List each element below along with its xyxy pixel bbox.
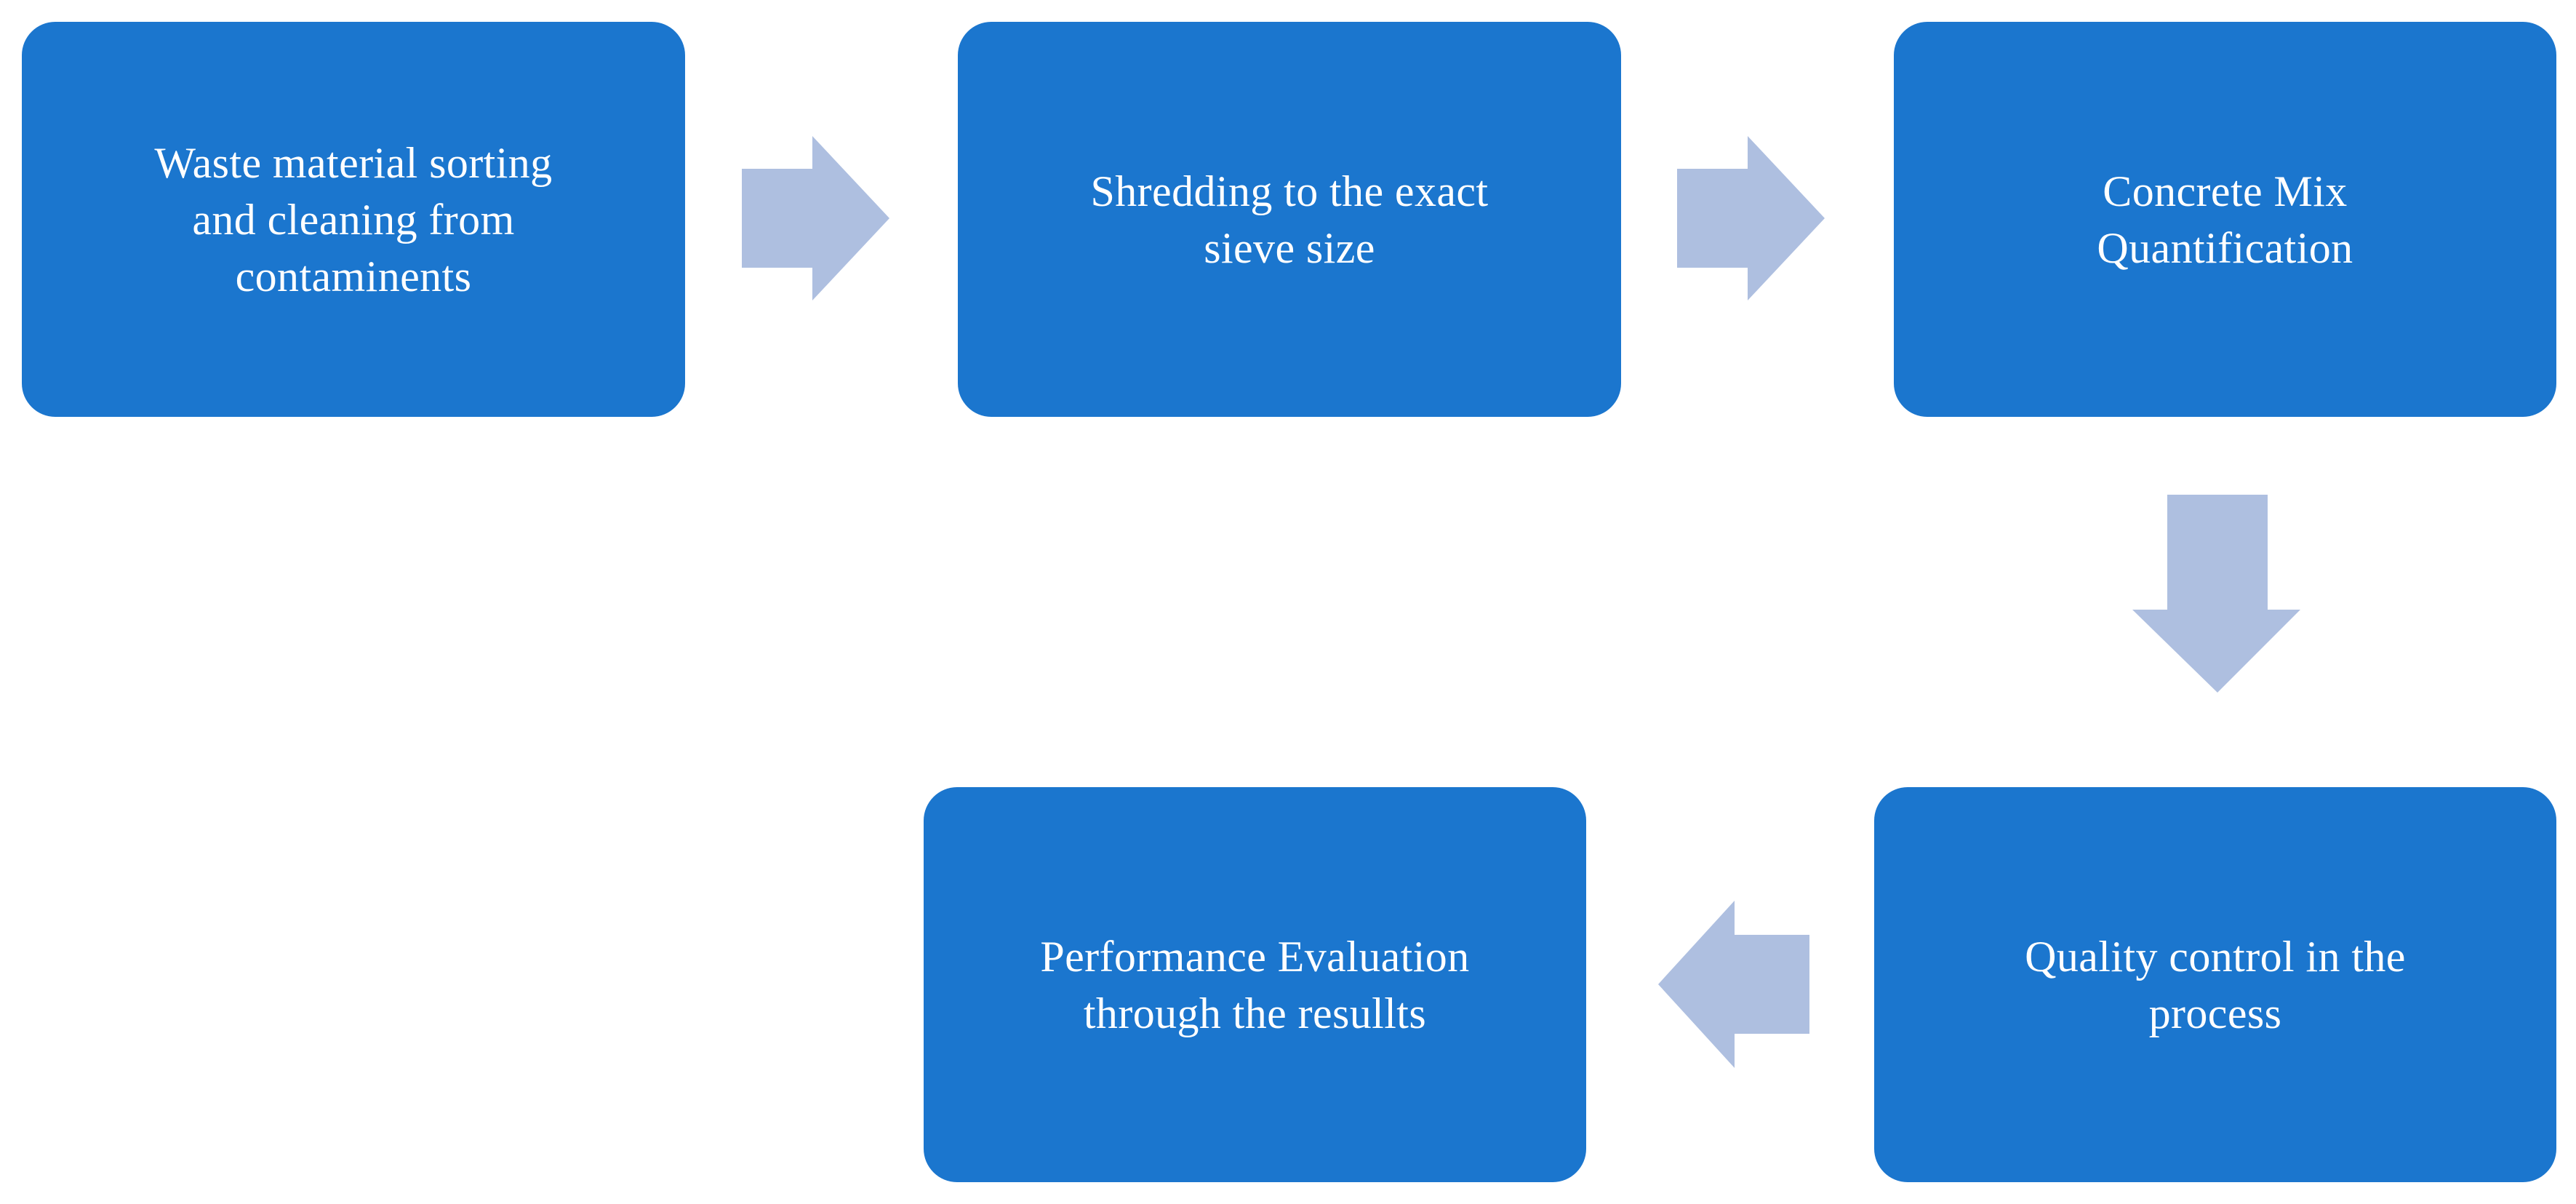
process-node-concrete-mix-quantification[interactable]: Concrete Mix Quantification bbox=[1894, 22, 2556, 417]
process-node-label: Shredding to the exact sieve size bbox=[1090, 167, 1489, 272]
process-node-shredding[interactable]: Shredding to the exact sieve size bbox=[958, 22, 1621, 417]
process-node-waste-material-sorting[interactable]: Waste material sorting and cleaning from… bbox=[22, 22, 685, 417]
arrow-down-icon bbox=[2127, 495, 2305, 698]
process-node-label: Concrete Mix Quantification bbox=[2097, 167, 2353, 272]
process-node-label: Quality control in the process bbox=[2025, 932, 2406, 1037]
arrow-right-icon bbox=[742, 131, 895, 306]
arrow-right-icon bbox=[1677, 131, 1830, 306]
process-node-label: Performance Evaluation through the resul… bbox=[1040, 932, 1470, 1037]
process-node-label: Waste material sorting and cleaning from… bbox=[154, 138, 553, 300]
arrow-left-icon bbox=[1655, 895, 1815, 1073]
process-node-quality-control[interactable]: Quality control in the process bbox=[1874, 787, 2556, 1182]
process-node-performance-evaluation[interactable]: Performance Evaluation through the resul… bbox=[924, 787, 1586, 1182]
